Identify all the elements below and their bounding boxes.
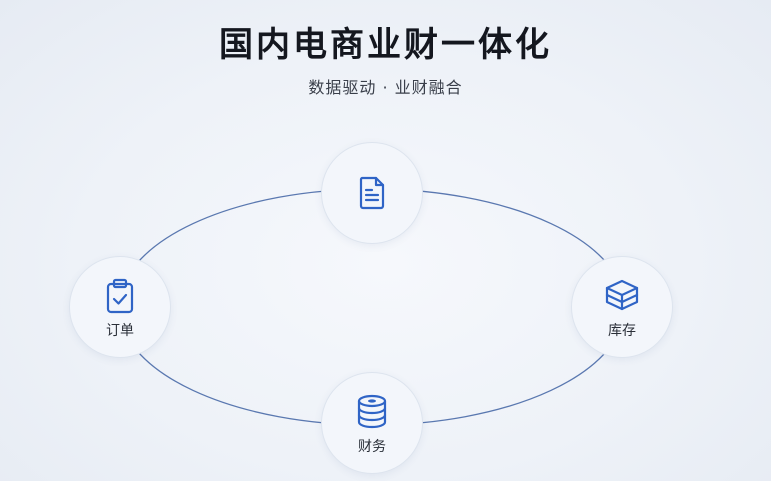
database-icon — [357, 394, 387, 428]
page-title: 国内电商业财一体化 — [219, 25, 552, 65]
document-icon — [359, 176, 385, 210]
page-subtitle: 数据驱动 · 业财融合 — [308, 78, 463, 97]
node-label-order: 订单 — [106, 322, 134, 339]
inventory-box-icon — [605, 279, 639, 310]
node-label-inventory: 库存 — [608, 322, 636, 339]
node-document[interactable] — [321, 142, 423, 244]
node-label-finance: 财务 — [358, 438, 386, 455]
node-order[interactable]: 订单 — [69, 256, 171, 358]
clipboard-check-icon — [106, 278, 134, 313]
node-finance[interactable]: 财务 — [321, 372, 423, 474]
node-inventory[interactable]: 库存 — [571, 256, 673, 358]
